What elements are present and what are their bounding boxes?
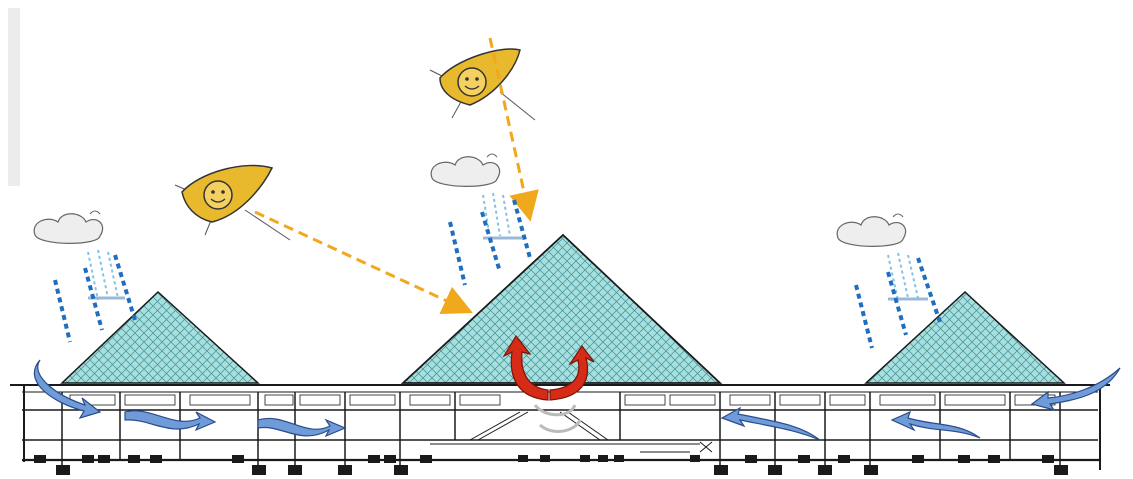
foundation-footings [34,455,1068,475]
pyramid-left [60,290,260,384]
cloud-rain-icon [836,213,942,349]
sun-icon [174,164,291,241]
sun-icon [429,48,536,121]
pyramid-right [864,290,1066,384]
convection-arrow-icon [502,334,595,401]
sunlight-ray-arrows [254,37,539,315]
left-edge-bar [8,8,20,186]
wind-arrow-icon [33,359,1121,441]
convection-airflow-swirl [533,403,582,433]
cloud-rain-icon [33,210,137,343]
cloud-rain-icon [430,153,532,286]
pyramid-center [400,233,723,384]
